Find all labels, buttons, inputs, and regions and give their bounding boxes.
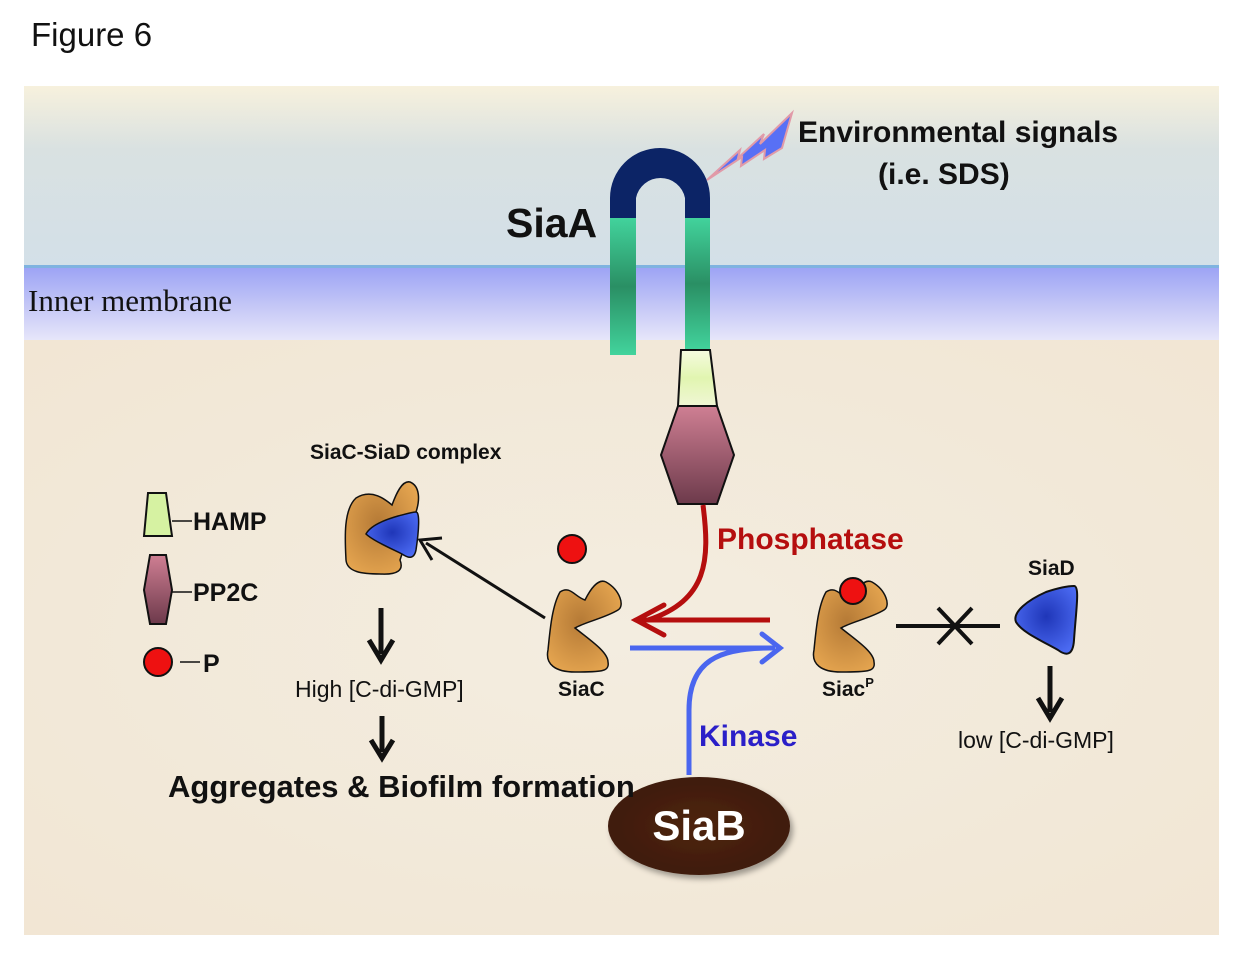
siaA-hamp-domain [676,349,719,407]
low-arrowhead [1035,696,1065,723]
siaD-protein [1014,584,1079,655]
legend-pp2c-icon [142,554,174,625]
siaC-phospho-text: Siac [822,678,866,701]
free-phosphate [557,534,587,564]
lightning-icon [706,109,794,181]
high-arrowhead [366,638,396,665]
biofilm-label: Aggregates & Biofilm formation [168,769,635,804]
legend-pp2c-label: PP2C [193,579,258,607]
kinase-label: Kinase [699,720,797,753]
low-cdigmp-label: low [C-di-GMP] [958,727,1114,753]
legend: HAMP PP2C P [142,492,267,678]
siaC-siaD-complex [344,481,420,575]
siaA-protein [610,148,736,505]
complex-formation-arrow [425,541,546,620]
legend-hamp-icon [142,492,174,537]
siaC-phospho-superscript: P [865,675,874,690]
signal-label-line1: Environmental signals [798,116,1118,149]
complex-formation-arrowhead [417,536,443,561]
kinase-arrow-branch [686,645,771,775]
biofilm-arrowhead [368,738,396,763]
siaB-protein [608,777,790,875]
membrane-label: Inner membrane [28,283,232,318]
kinase-arrowhead [759,631,785,665]
siaA-pp2c-domain [659,405,736,505]
siaA-label: SiaA [506,200,597,246]
bound-phosphate [839,577,867,605]
signal-label-line2: (i.e. SDS) [878,158,1010,191]
siaA-tm-helix-2 [685,218,710,350]
phosphatase-label: Phosphatase [717,523,904,556]
phosphatase-arrow [647,504,770,623]
siaA-tm-helix-1 [610,218,636,355]
phosphatase-arrowhead [630,602,667,638]
siaC-phospho-label: SiacP [822,675,874,701]
siaC-protein [546,580,622,673]
siaB-label: SiaB [652,802,745,849]
legend-phosphate-icon [143,647,173,677]
high-cdigmp-label: High [C-di-GMP] [295,676,464,702]
siaA-periplasmic-loop [610,148,710,218]
legend-phosphate-label: P [203,650,220,678]
blocked-cross-icon [936,606,974,646]
complex-label: SiaC-SiaD complex [310,441,502,464]
siaD-label: SiaD [1028,557,1075,580]
siaC-label: SiaC [558,678,605,701]
complex-siaD-part [365,511,420,558]
legend-hamp-label: HAMP [193,508,267,536]
figure-title: Figure 6 [31,16,153,53]
